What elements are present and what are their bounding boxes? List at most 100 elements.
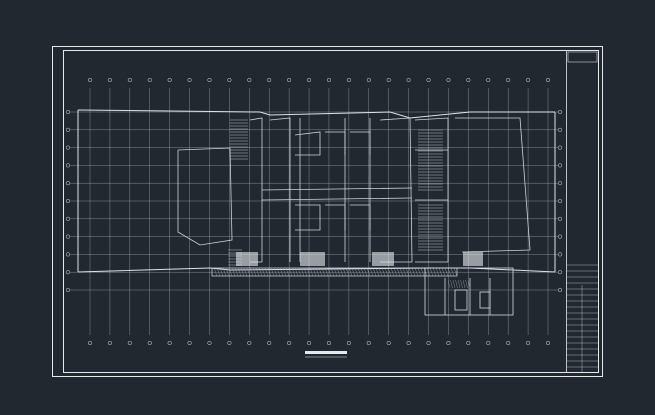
corridor-hatch-line bbox=[426, 267, 431, 277]
grid-bubble-bottom bbox=[227, 340, 232, 346]
grid-bubble-right bbox=[557, 234, 563, 239]
corridor-hatch-line bbox=[396, 267, 401, 277]
corridor-hatch-line bbox=[390, 267, 395, 277]
grid-bubble-bottom bbox=[107, 340, 112, 346]
grid-bubble-top bbox=[247, 77, 252, 83]
grid-bubble-left bbox=[65, 287, 71, 293]
corridor-hatch-line bbox=[312, 267, 317, 277]
grid-bubble-left bbox=[65, 163, 71, 168]
grid-bubble-bottom bbox=[466, 340, 471, 346]
corridor-hatch-line bbox=[243, 267, 248, 277]
grid-bubble-bottom bbox=[167, 340, 172, 346]
corridor-hatch-line bbox=[231, 267, 236, 277]
grid-bubble-top bbox=[426, 77, 431, 83]
grid-bubble-bottom bbox=[446, 340, 451, 346]
corridor-hatch-line bbox=[258, 267, 263, 277]
grid-bubble-bottom bbox=[386, 340, 391, 346]
grid-bubble-bottom bbox=[287, 340, 292, 346]
grid-bubble-right bbox=[557, 145, 563, 150]
corridor-hatch-line bbox=[453, 267, 458, 277]
corridor-hatch-line bbox=[276, 267, 281, 277]
building-outline[interactable] bbox=[77, 109, 556, 273]
corridor-hatch-line bbox=[399, 267, 404, 277]
grid-bubble-bottom bbox=[526, 340, 531, 346]
corridor-hatch-line bbox=[225, 267, 230, 277]
outline-north-wall bbox=[77, 109, 555, 119]
title-block[interactable] bbox=[566, 50, 599, 373]
corridor-band bbox=[211, 267, 458, 277]
grid-bubble-bottom bbox=[207, 340, 212, 346]
corridor-hatch-line bbox=[417, 267, 422, 277]
corridor-hatch-line bbox=[420, 267, 425, 277]
grid-bubble-bottom bbox=[506, 340, 511, 346]
grid-bubble-bottom bbox=[147, 340, 152, 346]
corridor-hatch-line bbox=[357, 267, 362, 277]
grid-bubble-right bbox=[557, 252, 563, 257]
corridor-hatch-line bbox=[303, 267, 308, 277]
service-hatch-line bbox=[462, 279, 466, 289]
grid-bubble-bottom bbox=[187, 340, 192, 346]
grid-bubbles bbox=[65, 77, 563, 346]
grid-bubble-bottom bbox=[426, 340, 431, 346]
grid-bubble-top bbox=[107, 77, 112, 83]
grid-bubble-right bbox=[557, 287, 563, 293]
service-hatch-line bbox=[450, 279, 453, 289]
annotation-notes bbox=[236, 252, 483, 266]
grid-bubble-top bbox=[227, 77, 232, 83]
corridor-hatch-line bbox=[285, 267, 290, 277]
grid-bubble-top bbox=[306, 77, 312, 83]
grid-bubble-top bbox=[346, 77, 351, 83]
grid-bubble-bottom bbox=[326, 340, 332, 346]
corridor-hatch-line bbox=[384, 267, 389, 277]
corridor-hatch-line bbox=[294, 267, 299, 277]
corridor-hatch-line bbox=[327, 267, 332, 277]
corridor-hatch-line bbox=[333, 267, 338, 277]
corridor-hatch-line bbox=[252, 267, 257, 277]
corridor-hatch-line bbox=[387, 267, 392, 277]
corridor-hatch-line bbox=[354, 267, 359, 277]
corridor-hatch-line bbox=[375, 267, 380, 277]
grid-bubble-left bbox=[65, 198, 71, 204]
corridor-hatch-line bbox=[369, 267, 374, 277]
corridor-hatch-line bbox=[366, 267, 371, 277]
grid-bubble-left bbox=[65, 145, 71, 150]
grid-bubble-top bbox=[87, 77, 93, 83]
title-block-frame bbox=[566, 50, 599, 373]
corridor-hatch-line bbox=[330, 267, 335, 277]
drawing-title-bar bbox=[305, 351, 347, 358]
grid-bubble-right bbox=[557, 109, 563, 115]
corridor-hatch-line bbox=[447, 267, 452, 277]
grid-bubble-right bbox=[557, 216, 563, 221]
corridor-hatch-line bbox=[444, 267, 449, 277]
grid-bubble-bottom bbox=[366, 340, 371, 346]
corridor-hatch-line bbox=[237, 267, 242, 277]
corridor-hatch-line bbox=[435, 267, 440, 277]
grid-bubble-bottom bbox=[406, 340, 411, 346]
corridor-hatch-line bbox=[351, 267, 356, 277]
service-hatch-line bbox=[457, 279, 461, 289]
corridor-hatch-line bbox=[336, 267, 341, 277]
corridor-hatch-line bbox=[342, 267, 347, 277]
corridor-hatch-line bbox=[318, 267, 323, 277]
corridor-hatch-line bbox=[423, 267, 428, 277]
grid-bubble-top bbox=[406, 77, 411, 83]
corridor-hatch-line bbox=[300, 267, 305, 277]
grid-bubble-right bbox=[557, 198, 563, 204]
corridor-hatch-line bbox=[321, 267, 326, 277]
corridor-hatch-line bbox=[414, 267, 419, 277]
interior-walls bbox=[177, 117, 531, 263]
grid-bubble-top bbox=[446, 77, 451, 83]
grid-bubble-left bbox=[65, 252, 71, 257]
corridor-hatch-line bbox=[402, 267, 407, 277]
grid-bubble-bottom bbox=[306, 340, 312, 346]
corridor-hatch-line bbox=[288, 267, 293, 277]
title-block-logo bbox=[567, 51, 598, 63]
corridor-hatch-line bbox=[360, 267, 365, 277]
grid-bubble-top bbox=[366, 77, 371, 83]
corridor-hatch-line bbox=[324, 267, 329, 277]
grid-bubble-left bbox=[65, 216, 71, 221]
grid-bubble-top bbox=[506, 77, 511, 83]
grid-bubble-right bbox=[557, 163, 563, 168]
